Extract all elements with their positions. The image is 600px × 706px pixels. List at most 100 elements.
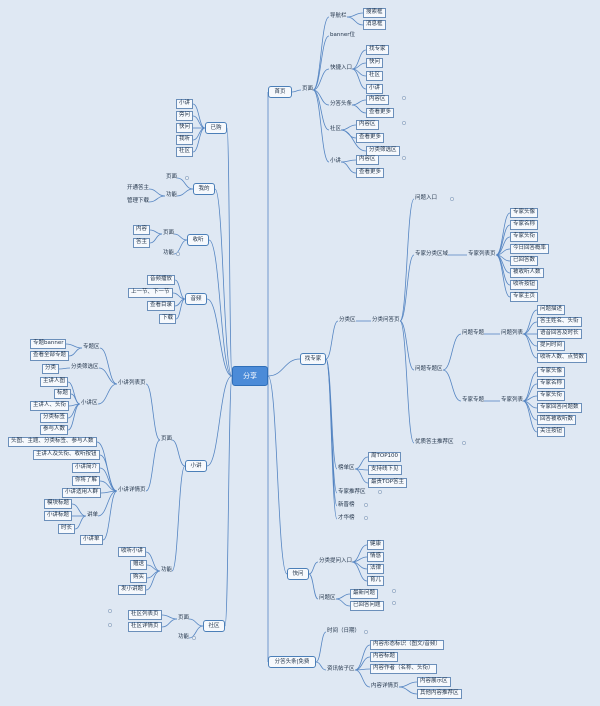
collapse-dot[interactable]: [450, 197, 454, 201]
connector-branch-talk-talk-page: [171, 439, 186, 467]
connector-question-topic-zone-expert-topic: [442, 369, 462, 402]
branch-headline[interactable]: 分答头条|免费: [268, 656, 316, 668]
collapse-dot[interactable]: [192, 636, 196, 640]
connector-mine-function-mine-become-expert: [148, 188, 166, 197]
connector-quickask-question-zone-quickask-answered: [335, 598, 351, 607]
collapse-dot[interactable]: [462, 441, 466, 445]
talk-lecture: 讲单: [87, 512, 99, 518]
connector-talk-list-page-talk-category-filter: [98, 367, 118, 385]
collapse-dot[interactable]: [176, 252, 180, 256]
expert-topic-list: 专家列表: [501, 397, 524, 403]
connector-expert-ask-page-featured-expert-zone: [399, 320, 415, 444]
connector-home-community-section-home-community-more: [340, 129, 357, 139]
home-community: 社区: [366, 71, 384, 81]
lecture-field-2: 小讲标题: [44, 511, 73, 521]
home-share-headline: 分答头条: [330, 101, 353, 107]
collapse-dot[interactable]: [392, 589, 396, 593]
connector-expert-ask-page-expert-ask-entry: [399, 198, 415, 322]
connector-talk-zone-talk-field-2: [70, 393, 81, 405]
home-banner: banner位: [330, 32, 355, 38]
collapse-dot[interactable]: [378, 490, 382, 494]
connector-home-share-headline-home-headline-more: [351, 104, 367, 114]
root-node[interactable]: 分享: [232, 366, 268, 386]
collapse-dot[interactable]: [392, 601, 396, 605]
connector-home-share-headline-home-headline-content: [351, 99, 367, 106]
branch-find-expert[interactable]: 找专家: [300, 353, 326, 365]
talk-list-page: 小讲列表页: [118, 380, 146, 386]
purchased-item-5: 社区: [176, 147, 194, 157]
connector-expert-list-page-expert-field-7: [495, 254, 511, 286]
branch-favorites[interactable]: 收听: [187, 234, 209, 246]
connector-branch-find-expert-talent-list: [325, 358, 338, 520]
connector-branch-find-expert-expert-share-zone: [325, 320, 339, 360]
connector-talk-category-filter-talk-category: [58, 367, 71, 370]
connector-community-page-community-detail-page: [161, 618, 178, 628]
talk-category-filter: 分类筛选区: [71, 364, 99, 370]
home-talk-section: 小讲: [330, 158, 342, 164]
expert-field-4: 今日回答概率: [510, 244, 550, 254]
collapse-dot[interactable]: [185, 176, 189, 180]
home-quick-ask: 快问: [366, 58, 384, 68]
purchased-item-2: 旁问: [176, 111, 194, 121]
audio-item-1: 音频播放: [147, 275, 176, 285]
connector-branch-headline-headline-time: [315, 631, 327, 663]
branch-purchased[interactable]: 已购: [205, 122, 227, 134]
connector-talk-detail-page-detail-field-2: [99, 454, 118, 492]
connector-expert-topic-list-expert-topic-field-1: [522, 371, 538, 402]
favorites-page: 页面: [163, 230, 175, 236]
question-field-3: 语音回答及时长: [537, 329, 582, 339]
connector-branch-audio-audio-item-1: [174, 279, 186, 300]
connector-branch-audio-audio-item-4: [175, 298, 186, 320]
connector-talk-lecture-lecture-field-1: [71, 503, 87, 517]
connector-headline-news-zone-headline-content-title: [354, 656, 371, 671]
connector-talk-page-talk-list-page: [145, 383, 161, 441]
quickask-question-zone: 问题区: [319, 595, 336, 601]
branch-quick-ask[interactable]: 快问: [287, 568, 309, 580]
connector-expert-topic-list-expert-topic-field-6: [522, 400, 538, 433]
connector-expert-list-page-expert-field-8: [495, 254, 511, 298]
talk-category: 分类: [42, 364, 60, 374]
collapse-dot[interactable]: [402, 156, 406, 160]
lecture-field-3: 时长: [58, 524, 76, 534]
collapse-dot[interactable]: [364, 630, 368, 634]
collapse-dot[interactable]: [108, 609, 112, 613]
question-topic: 问题专题: [462, 330, 485, 336]
talk-field-3: 主讲人、头衔: [30, 401, 70, 411]
connector-home-quick-entry-home-small-talk: [351, 68, 367, 90]
connector-quickask-question-zone-quickask-latest: [335, 593, 351, 600]
quickask-latest: 最新问题: [350, 589, 379, 599]
connector-expert-list-page-expert-field-1: [495, 212, 511, 256]
connector-branch-talk-talk-function: [171, 465, 186, 572]
connector-branch-quick-ask-quickask-question-zone: [308, 573, 319, 600]
home-community-more: 查看更多: [356, 133, 385, 143]
headline-time: 时间（日期）: [327, 628, 361, 634]
quickask-cat-2: 情感: [367, 552, 385, 562]
connector-branch-mine-mine-function: [176, 188, 194, 197]
collapse-dot[interactable]: [402, 96, 406, 100]
question-field-1: 问题描述: [537, 305, 566, 315]
connector-branch-mine-mine-page: [176, 177, 194, 190]
collapse-dot[interactable]: [108, 623, 112, 627]
branch-audio[interactable]: 音频: [185, 293, 207, 305]
collapse-dot[interactable]: [364, 516, 368, 520]
question-field-4: 提问时间: [537, 341, 566, 351]
purchased-item-3: 快问: [176, 123, 194, 133]
collapse-dot[interactable]: [364, 503, 368, 507]
expert-topic-field-1: 专家头像: [537, 367, 566, 377]
favorites-function: 功能: [163, 250, 175, 256]
home-quick-entry: 快捷入口: [330, 65, 353, 71]
branch-talk[interactable]: 小讲: [185, 460, 207, 472]
talk-field-5: 参与人数: [40, 425, 69, 435]
talk-field-1: 主讲人图: [40, 377, 69, 387]
connector-rank-zone-rank-item-3: [354, 468, 369, 484]
connector-question-list-question-field-1: [522, 309, 538, 335]
collapse-dot[interactable]: [402, 121, 406, 125]
expert-ask-page: 分类问答页: [372, 317, 400, 323]
home-community-content: 内容区: [356, 120, 379, 130]
branch-mine[interactable]: 我的: [193, 183, 215, 195]
branch-home[interactable]: 首页: [268, 86, 292, 98]
headline-content-tags: 内容形态标识（图文/音频）: [370, 640, 444, 650]
connector-branch-community-community-page: [188, 618, 204, 627]
branch-community[interactable]: 社区: [203, 620, 225, 632]
connector-root-node-branch-quick-ask: [267, 375, 288, 575]
